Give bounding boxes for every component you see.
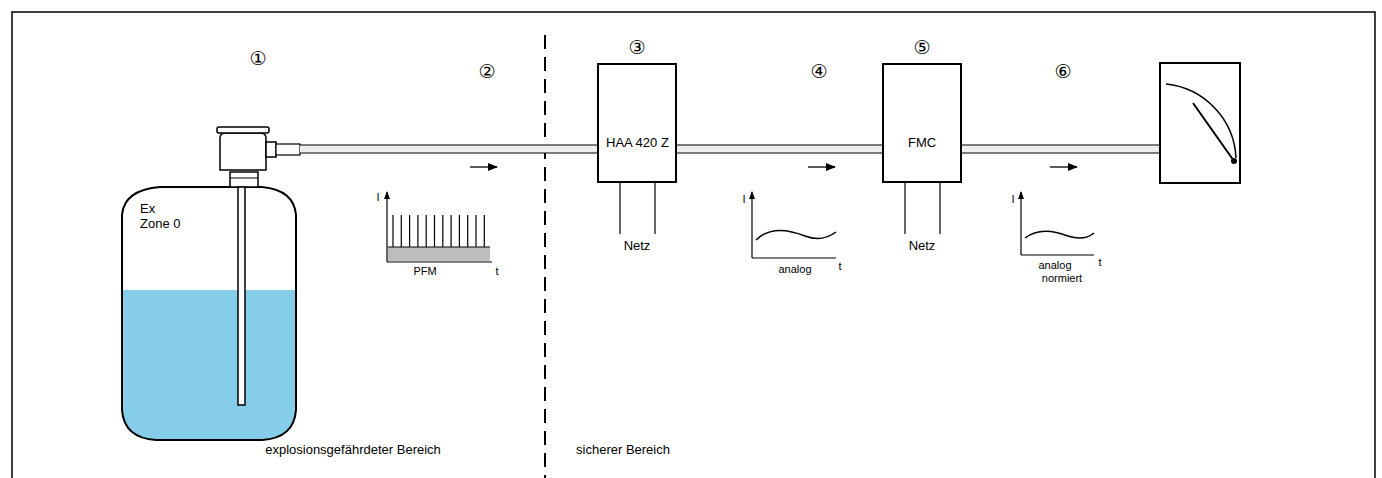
pulse-stroke [484,215,485,247]
frame [12,12,1375,478]
isolating-amplifier-box: HAA 420 Z [597,63,677,183]
normalized-graph [1021,192,1094,255]
node-text: Ex Zone 0 [140,202,184,232]
callout-number: ① [249,48,266,69]
annotation-label: normiert [1042,272,1082,284]
output-wire [962,145,1160,153]
callout-number: ③ [628,37,645,58]
annotation-label: Netz [909,239,936,253]
annotation-label: explosionsgefährdeter Bereich [265,443,441,457]
annotation-label: t [495,265,498,277]
callout-number: ⑤ [913,37,930,58]
node-text: FMC [908,136,936,151]
pulse-stroke [467,215,468,247]
annotation-label: analog [778,263,811,275]
tank [118,127,300,450]
tank-vessel: Ex Zone 0 [118,125,300,445]
pulse-stroke [409,215,410,247]
annotation-label: analog [1038,259,1071,271]
annotation-label: t [838,260,841,272]
annotation-label: I [742,193,745,205]
annotation-label: sicherer Bereich [576,443,670,457]
pulse-stroke [392,215,393,247]
pulse-stroke [442,215,443,247]
callout-number: ② [478,61,495,82]
signal-cable [677,145,882,153]
callout-number: ④ [810,61,827,82]
callout-number: ⑥ [1054,61,1071,82]
analog-graph [752,192,836,258]
pulse-stroke [434,215,435,247]
annotation-label: t [1098,256,1101,268]
annotation-label: I [376,191,379,203]
pulse-stroke [475,215,476,247]
indicator-meter [1160,63,1240,183]
pulse-stroke [417,215,418,247]
annotation-label: I [1011,193,1014,205]
annotation-label: PFM [413,265,436,277]
pulse-stroke [451,215,452,247]
pfm-graph [387,192,492,262]
transmitter-box: FMC [882,63,962,183]
pulse-stroke [426,215,427,247]
node-text: HAA 420 Z [606,136,669,151]
annotation-label: Netz [624,239,651,253]
direction-arrows [470,166,1077,167]
mains-wires [620,183,940,234]
pulse-stroke [401,215,402,247]
signal-cable [300,145,597,153]
zone-boundary [544,35,546,478]
pulse-stroke [459,215,460,247]
